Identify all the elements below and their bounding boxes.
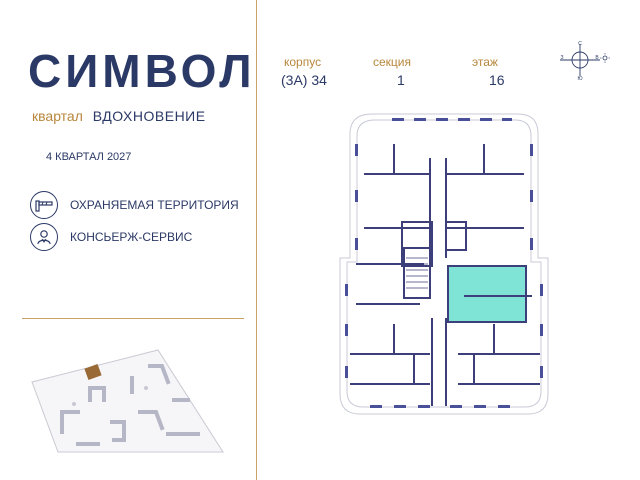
site-plan — [31, 349, 224, 453]
deadline: 4 КВАРТАЛ 2027 — [46, 151, 132, 163]
korpus-value: (3А) 34 — [281, 72, 327, 88]
etazh-value: 16 — [489, 72, 505, 88]
sun-icon — [602, 55, 608, 61]
building-marker — [84, 363, 102, 381]
logo: СИМВОЛ — [28, 45, 256, 97]
korpus-label: корпус — [284, 55, 322, 69]
compass-icon: С Ю З В — [560, 41, 610, 80]
quarter-prefix: квартал — [32, 108, 83, 124]
feature-concierge: КОНСЬЕРЖ-СЕРВИС — [30, 223, 192, 251]
floor-plan — [339, 113, 549, 415]
compass-north: С — [578, 41, 582, 47]
apartment-highlight[interactable] — [447, 265, 527, 323]
etazh-label: этаж — [472, 55, 498, 69]
feature-concierge-label: КОНСЬЕРЖ-СЕРВИС — [70, 230, 193, 244]
feature-security: ОХРАНЯЕМАЯ ТЕРРИТОРИЯ — [30, 191, 239, 219]
divider-horizontal — [22, 318, 244, 319]
barrier-icon — [30, 191, 58, 219]
quarter-line: квартал ВДОХНОВЕНИЕ — [32, 108, 206, 124]
sekciya-label: секция — [373, 55, 411, 69]
feature-security-label: ОХРАНЯЕМАЯ ТЕРРИТОРИЯ — [70, 198, 239, 212]
divider-vertical — [256, 0, 257, 480]
compass-west: З — [560, 55, 563, 61]
sekciya-value: 1 — [397, 72, 405, 88]
compass-east: В — [595, 55, 599, 61]
compass-south: Ю — [577, 76, 582, 80]
quarter-name: ВДОХНОВЕНИЕ — [92, 108, 206, 124]
concierge-icon — [30, 223, 58, 251]
